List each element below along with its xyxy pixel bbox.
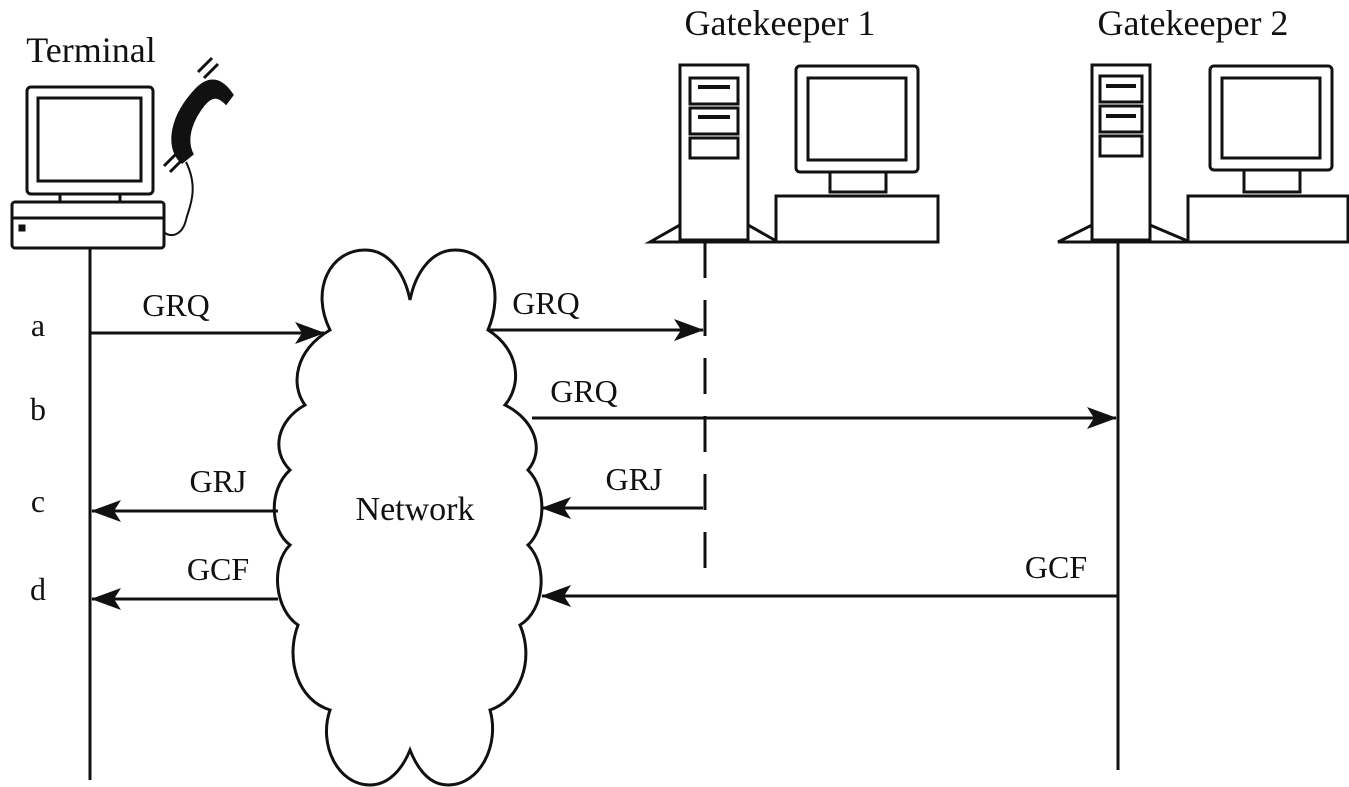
desktop-computer-with-telephone-icon [10, 56, 234, 250]
gatekeeper-2-label: Gatekeeper 2 [1098, 3, 1289, 43]
step-label-c: c [31, 483, 45, 519]
network-cloud [272, 248, 544, 787]
message-label-d-right: GCF [1025, 549, 1087, 585]
terminal-label: Terminal [26, 30, 155, 70]
tower-server-with-monitor-icon [644, 63, 940, 244]
message-label-a-left: GRQ [142, 287, 210, 323]
tower-server-with-monitor-icon [1057, 63, 1349, 244]
step-label-b: b [30, 391, 46, 427]
message-label-a-right: GRQ [512, 285, 580, 321]
message-label-c-right: GRJ [606, 461, 663, 497]
message-label-c-left: GRJ [190, 463, 247, 499]
network-label: Network [356, 491, 475, 528]
gatekeeper-1-label: Gatekeeper 1 [685, 3, 876, 43]
step-label-d: d [30, 571, 46, 607]
step-label-a: a [31, 307, 45, 343]
message-label-b: GRQ [550, 373, 618, 409]
message-label-d-left: GCF [187, 551, 249, 587]
